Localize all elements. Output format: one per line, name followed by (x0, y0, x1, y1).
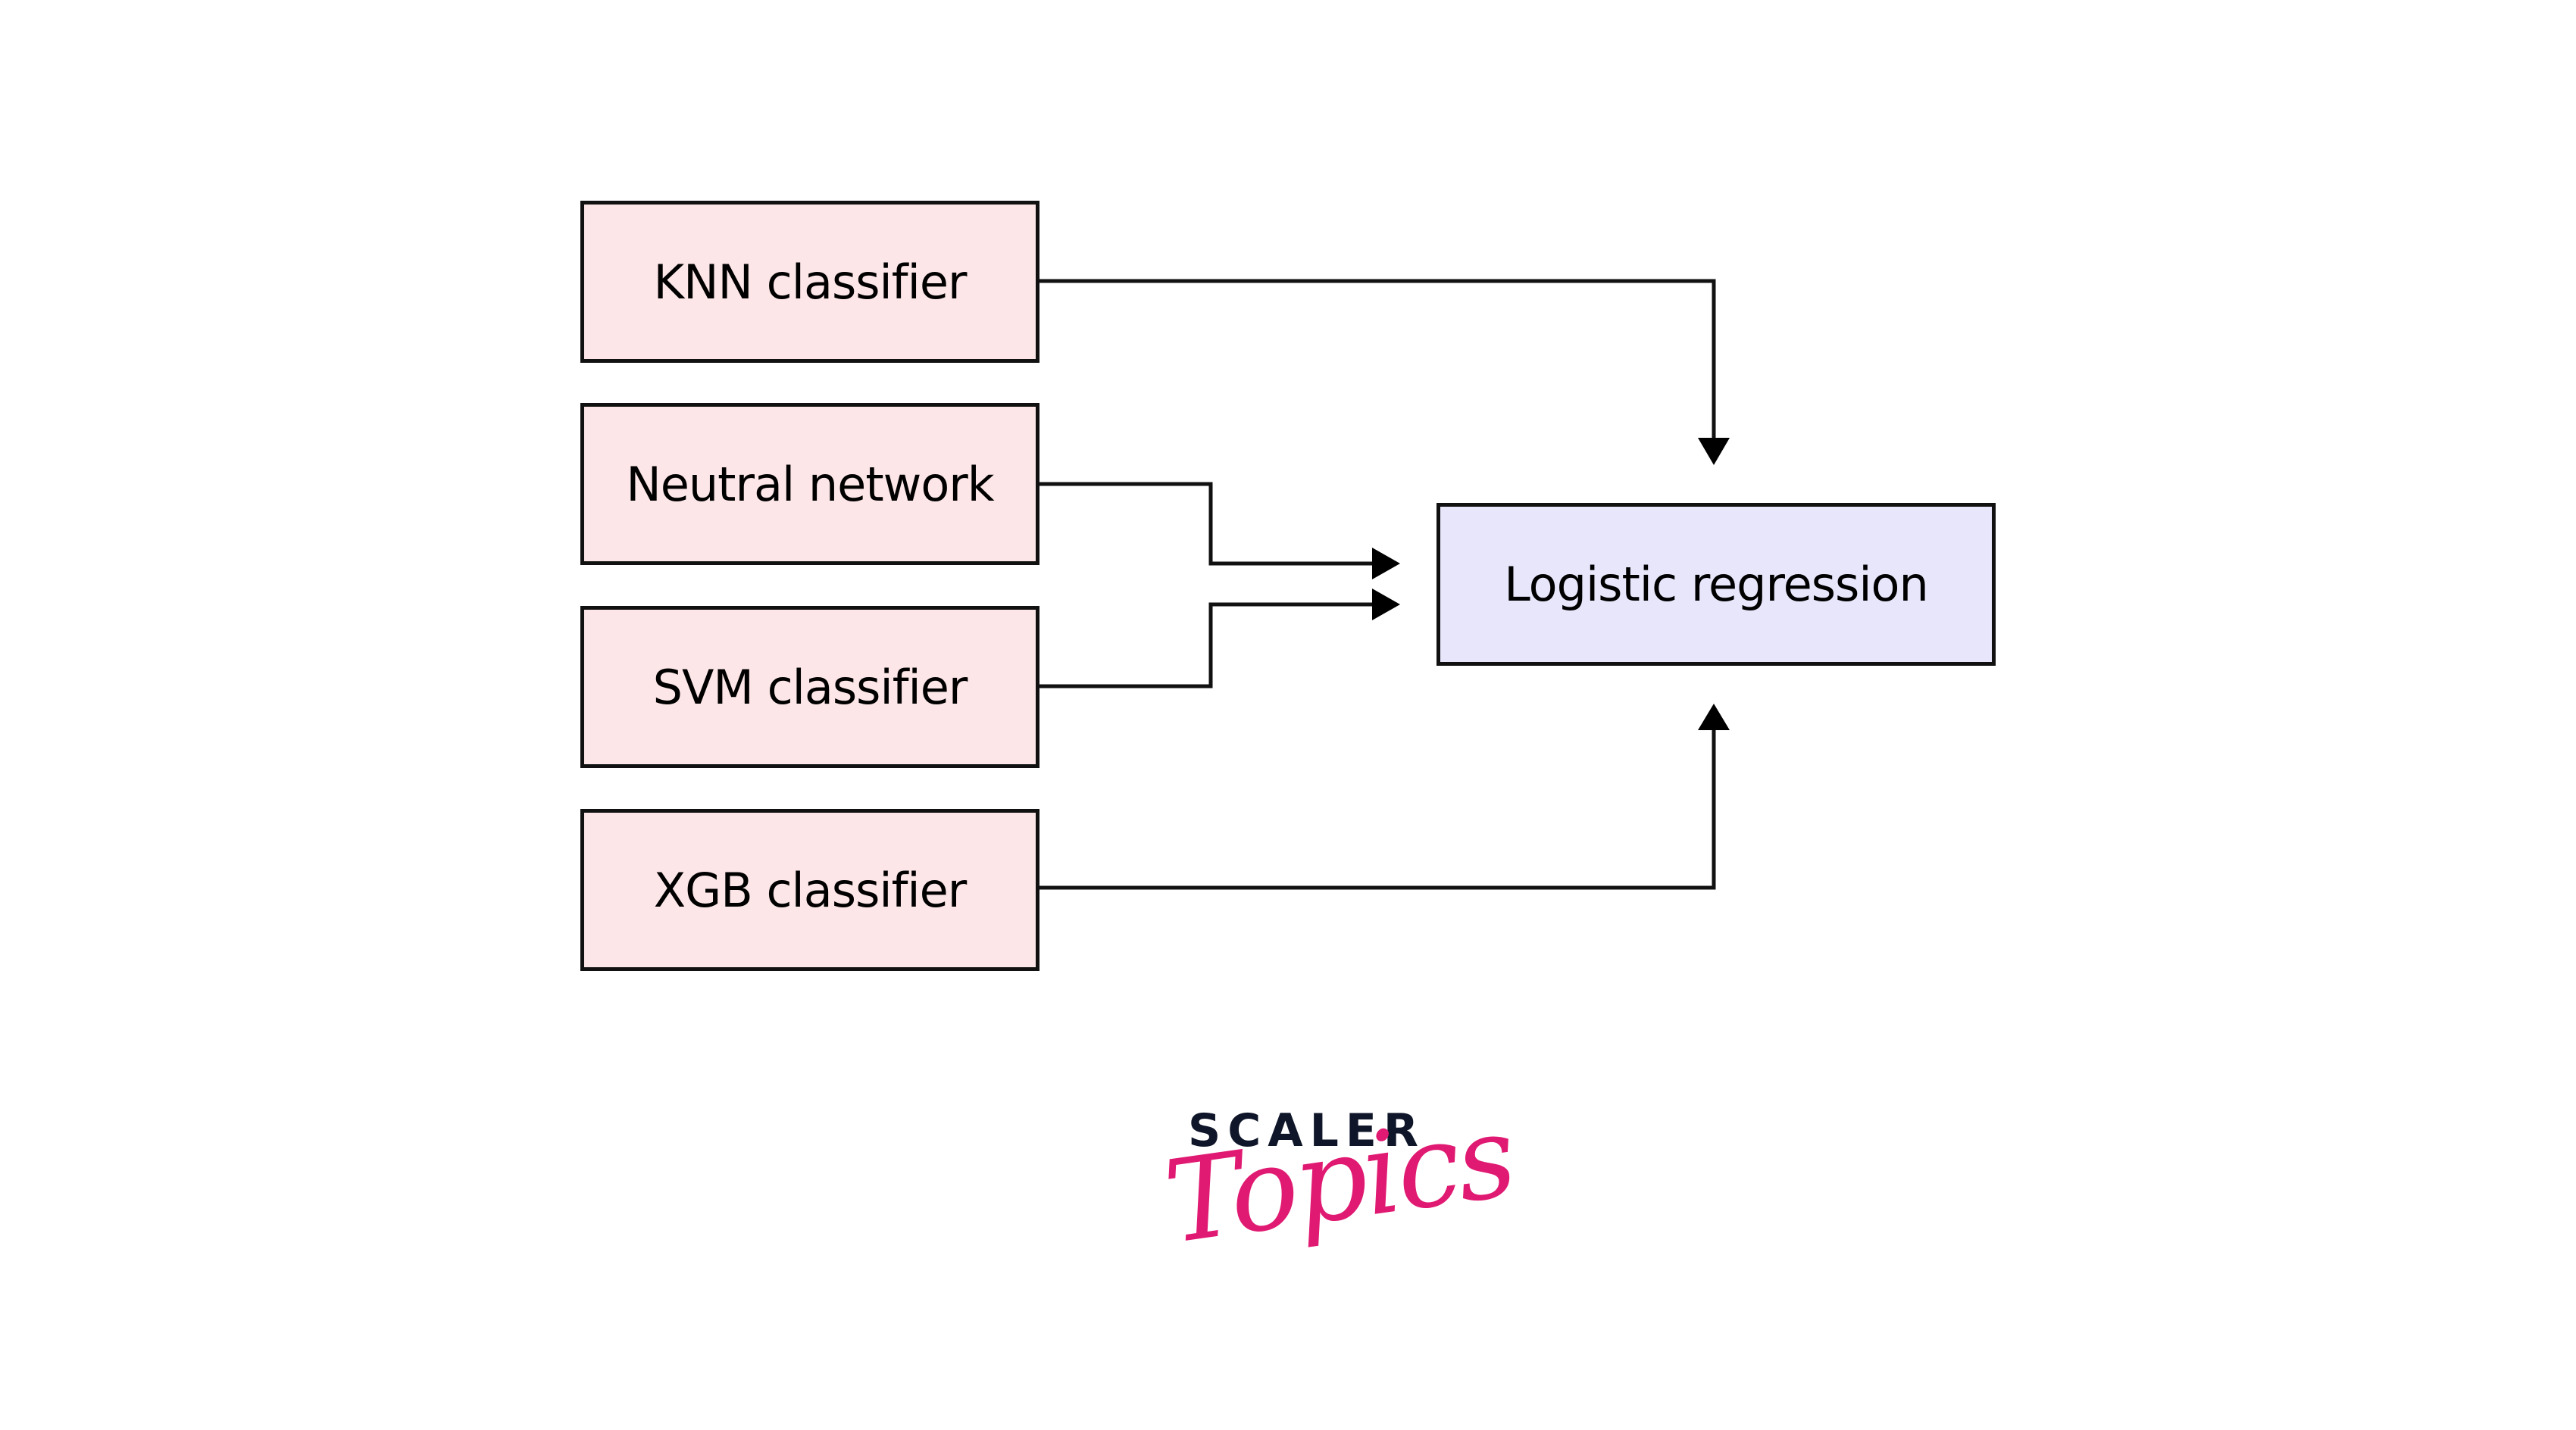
svm-classifier-label: SVM classifier (652, 659, 968, 715)
neural-network-node: Neutral network (580, 403, 1039, 565)
edge-svm-to-lr (1039, 602, 1374, 688)
arrowhead-right-icon (1372, 589, 1400, 620)
logistic-regression-node: Logistic regression (1436, 503, 1996, 666)
arrowhead-up-icon (1698, 704, 1730, 730)
knn-classifier-label: KNN classifier (653, 254, 968, 310)
knn-classifier-node: KNN classifier (580, 201, 1039, 363)
logo-scaler-text: SCALER (1188, 1104, 1426, 1157)
edge-knn-to-lr (1039, 279, 1716, 439)
edge-xgb-to-lr (1039, 729, 1716, 890)
scaler-topics-logo: SCALER Topics (1158, 1091, 1521, 1310)
svm-classifier-node: SVM classifier (580, 606, 1039, 768)
arrowhead-down-icon (1698, 438, 1730, 465)
arrowhead-right-icon (1372, 548, 1400, 579)
logistic-regression-label: Logistic regression (1504, 557, 1929, 612)
edge-nn-to-lr (1039, 482, 1374, 566)
xgb-classifier-node: XGB classifier (580, 809, 1039, 971)
neural-network-label: Neutral network (626, 456, 994, 512)
xgb-classifier-label: XGB classifier (653, 862, 968, 918)
